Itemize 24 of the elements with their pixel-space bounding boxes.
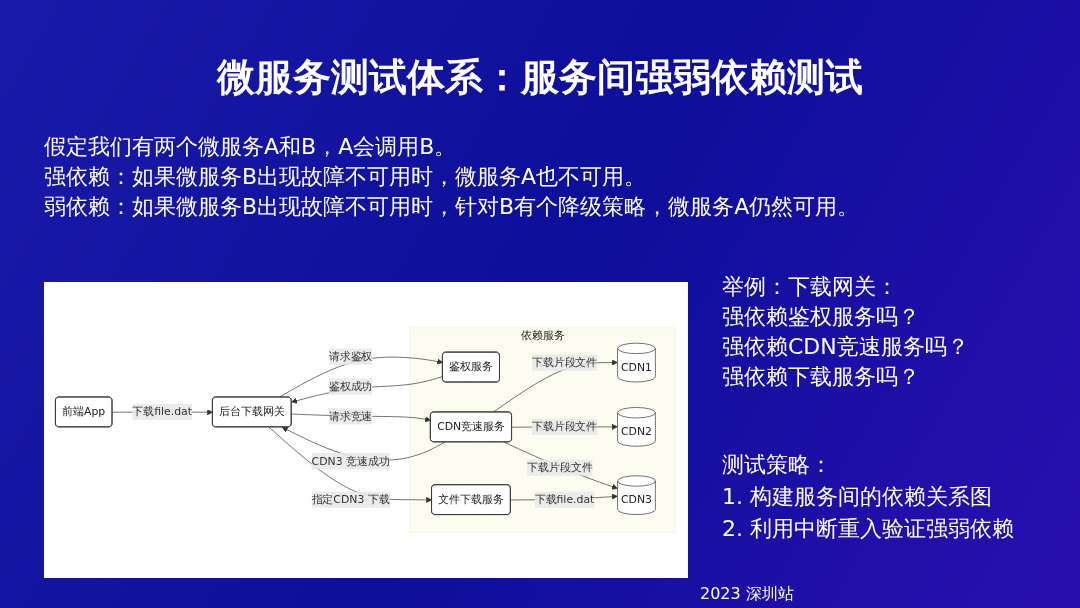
edge-label: 鉴权成功	[329, 379, 373, 393]
slide-text: 测试策略：	[722, 451, 832, 479]
slide-text: 2. 利用中断重入验证强弱依赖	[722, 515, 1014, 543]
slide-text: 举例：下载网关：	[722, 273, 898, 301]
edge-label: CDN3 竞速成功	[312, 454, 390, 468]
slide-text: 假定我们有两个微服务A和B，A会调用B。	[44, 133, 457, 161]
slide-text: 强依赖下载服务吗？	[722, 363, 920, 391]
slide-text: 强依赖鉴权服务吗？	[722, 303, 920, 331]
edge-label: 请求鉴权	[329, 349, 373, 363]
cluster	[410, 327, 677, 533]
edge-label: 下载file.dat	[132, 405, 193, 419]
edge-label: 下载file.dat	[535, 492, 595, 506]
edge-label: 下载片段文件	[532, 355, 598, 369]
slide-text: 弱依赖：如果微服务B出现故障不可用时，针对B有个降级策略，微服务A仍然可用。	[44, 193, 860, 221]
footer-text: 2023 深圳站	[700, 584, 794, 605]
slide-title: 微服务测试体系：服务间强弱依赖测试	[215, 54, 864, 101]
edge-label: 下载片段文件	[532, 420, 598, 433]
slide-text: 1. 构建服务间的依赖关系图	[722, 483, 992, 511]
slide-text: 强依赖：如果微服务B出现故障不可用时，微服务A也不可用。	[44, 163, 647, 191]
slide-text: 强依赖CDN竞速服务吗？	[722, 333, 969, 361]
edge-label: 请求竞速	[329, 409, 373, 423]
edge-label: 指定CDN3 下载	[312, 492, 390, 506]
edge-label: 下载片段文件	[527, 460, 593, 474]
diagram-panel: 依赖服务 下载file.dat 请求鉴权 鉴权成功 请求竞速 CDN3 竞速成功 指定CDN3 下载 下载片段文件 下载片段文件 下载片段文件 下载file.dat 前端App 后台下载网关 鉴权服务 CDN竞速服务 文件下载服务 CDN1 CDN2 CDN3	[44, 282, 688, 578]
